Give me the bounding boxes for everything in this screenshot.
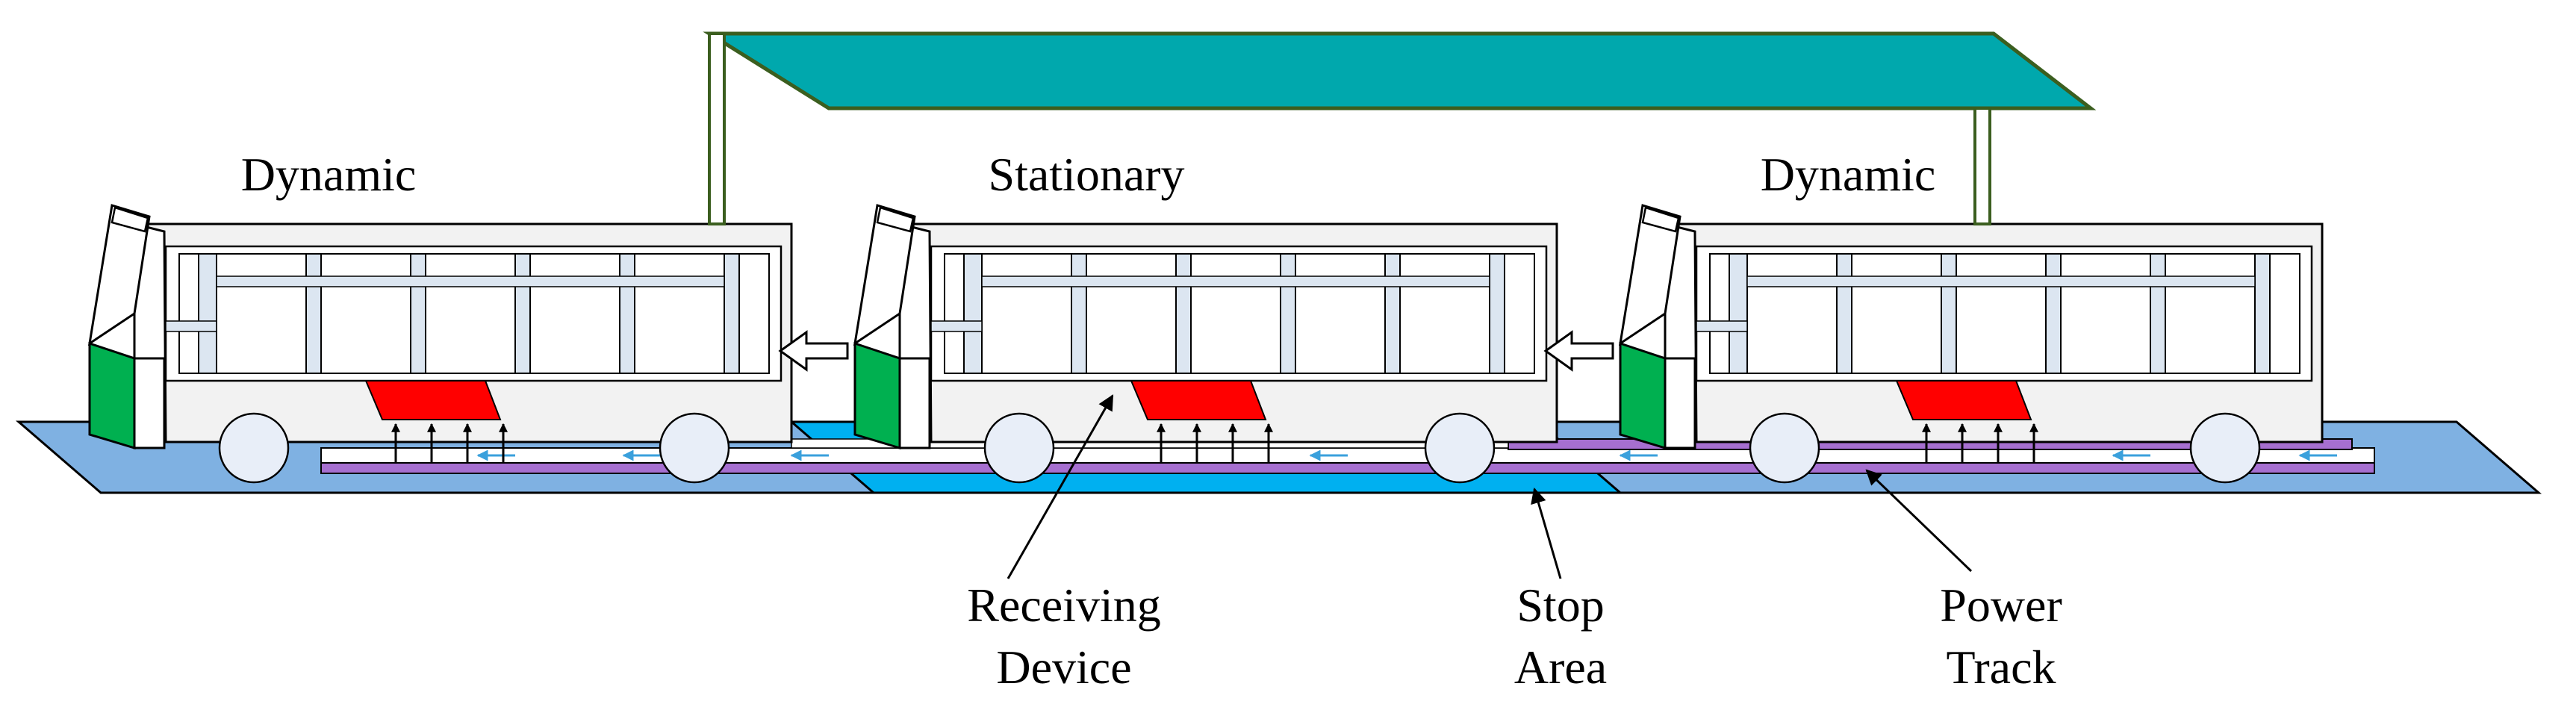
hollow-left-arrow-icon xyxy=(778,330,849,372)
stop-area-label-line2: Area xyxy=(1514,641,1607,694)
stop-area-pointer xyxy=(1531,487,1562,579)
receiving-device-label-line2: Device xyxy=(996,641,1131,694)
receiving-device-label-line1: Receiving xyxy=(967,579,1160,632)
power-track-label-line2: Track xyxy=(1947,641,2056,694)
canopy xyxy=(703,31,2097,244)
stop-area-label-line1: Stop xyxy=(1516,579,1604,632)
bus-center xyxy=(855,205,1557,482)
center-mode-label: Stationary xyxy=(988,148,1184,201)
right-mode-label: Dynamic xyxy=(1761,148,1936,201)
left-mode-label: Dynamic xyxy=(241,148,417,201)
hollow-left-arrow-icon xyxy=(1543,330,1614,372)
receiving-device-pointer xyxy=(1007,394,1114,579)
power-track-label-line1: Power xyxy=(1940,579,2062,632)
bus-left xyxy=(90,205,791,482)
power-track-pointer xyxy=(1865,469,1973,573)
bus-right xyxy=(1620,205,2322,482)
canopy-posts xyxy=(708,32,1991,225)
